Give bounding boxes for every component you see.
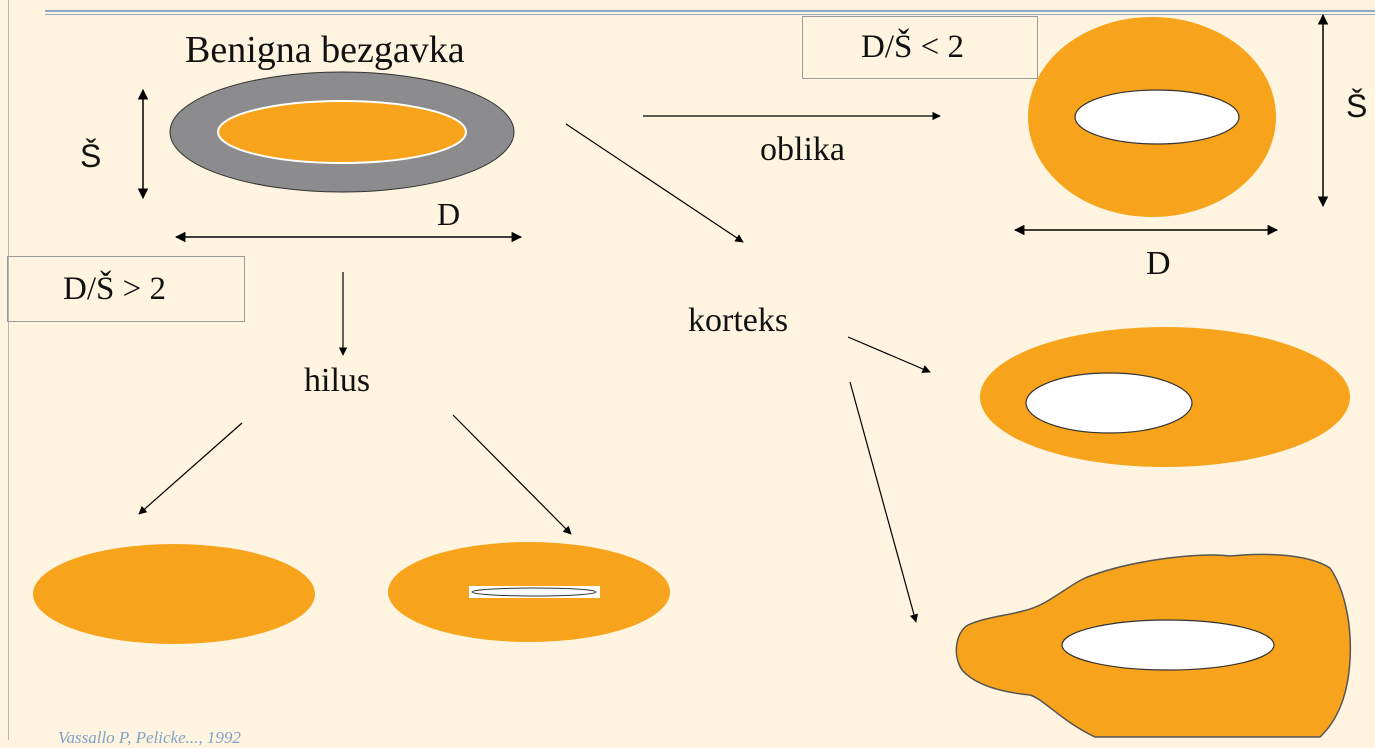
benign-node [169,71,515,193]
left-margin-line [8,0,9,740]
arrow-hilum-absent [138,422,243,515]
diagram-title: Benigna bezgavka [185,29,465,71]
header-rule-bottom [45,14,1375,15]
ratio-text-elongated: D/Š > 2 [63,271,166,307]
arrow-cortex [565,123,744,243]
node-no-hilum [33,544,315,644]
irregular-cortex-node [955,553,1352,738]
width-label-left: Š [80,138,102,174]
arrow-cortex-eccentric [847,336,931,373]
hilum-label: hilus [304,362,371,399]
node-narrow-hilum [388,542,670,642]
width-label-right: Š [1346,88,1368,124]
ratio-text-round: D/Š < 2 [861,29,964,65]
length-label-left: D [437,196,461,232]
header-rule-top [45,10,1375,12]
cortex-label: korteks [688,302,789,339]
shape-label: oblika [760,131,845,168]
citation: Vassallo P, Pelicke..., 1992 [58,728,241,747]
arrow-hilum-narrow [452,414,572,535]
ratio-box-elongated: D/Š > 2 [7,256,245,322]
ratio-box-round: D/Š < 2 [802,16,1038,79]
round-node [1028,17,1276,217]
eccentric-cortex-node [980,327,1350,467]
length-label-right: D [1146,245,1171,282]
arrow-cortex-irregular [849,381,919,623]
